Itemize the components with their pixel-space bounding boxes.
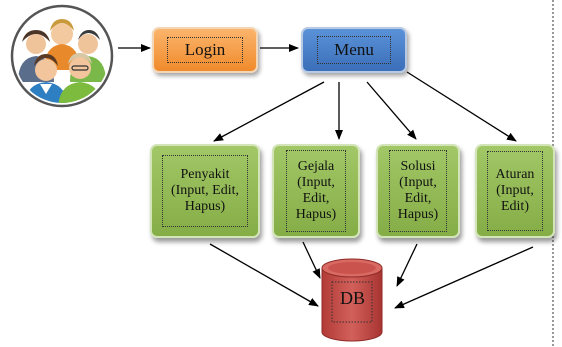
aturan-box: Aturan (Input, Edit) (475, 144, 555, 238)
arrow-solusi-db (396, 243, 418, 287)
gejala-box: Gejala (Input, Edit, Hapus) (272, 144, 360, 238)
arrow-menu-aturan (406, 71, 517, 142)
arrow-gejala-db (302, 241, 321, 279)
solusi-label: Solusi (Input, Edit, Hapus) (389, 150, 447, 232)
gejala-label: Gejala (Input, Edit, Hapus) (286, 150, 346, 232)
menu-box: Menu (301, 27, 407, 73)
db-cylinder (321, 258, 383, 342)
arrow-penyakit-db (209, 243, 319, 307)
users-group-icon (10, 4, 114, 108)
arrow-menu-solusi (366, 81, 417, 140)
arrow-aturan-db (394, 246, 534, 309)
login-box: Login (152, 27, 258, 73)
aturan-label: Aturan (Input, Edit) (487, 151, 543, 231)
connector-arrows (118, 44, 534, 309)
solusi-box: Solusi (Input, Edit, Hapus) (376, 144, 460, 238)
login-label: Login (167, 37, 243, 63)
penyakit-label: Penyakit (Input, Edit, Hapus) (162, 155, 248, 227)
db-label: DB (340, 288, 366, 308)
arrow-menu-penyakit (213, 81, 325, 142)
penyakit-box: Penyakit (Input, Edit, Hapus) (150, 144, 260, 238)
menu-label: Menu (317, 36, 391, 64)
